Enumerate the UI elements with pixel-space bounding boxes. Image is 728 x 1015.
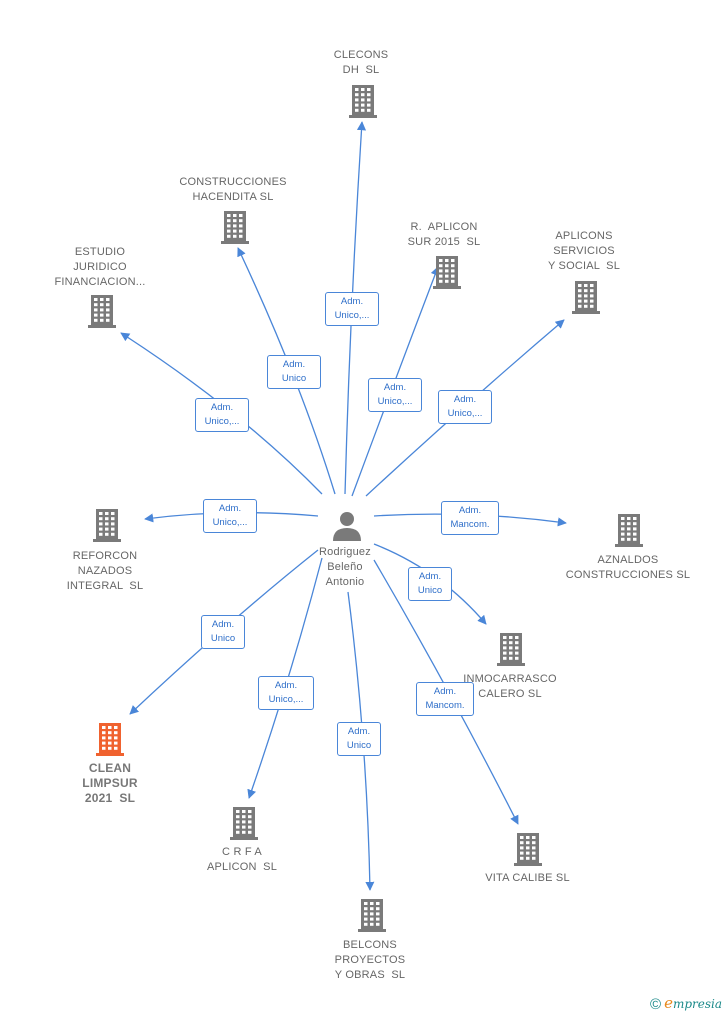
relation-label-estudio[interactable]: Adm. Unico,...: [195, 398, 249, 432]
company-label-clecons[interactable]: CLECONS DH SL: [333, 49, 389, 76]
company-label-belcons[interactable]: BELCONS PROYECTOS Y OBRAS SL: [334, 939, 406, 981]
person-node[interactable]: [330, 508, 364, 547]
building-icon[interactable]: [570, 280, 602, 314]
company-label-reforcon[interactable]: REFORCON NAZADOS INTEGRAL SL: [66, 550, 144, 592]
building-icon[interactable]: [512, 832, 544, 866]
building-icon[interactable]: [347, 84, 379, 118]
building-icon[interactable]: [356, 898, 388, 932]
relation-label-inmocarrasco[interactable]: Adm. Unico: [408, 567, 452, 601]
relation-label-vita[interactable]: Adm. Mancom.: [416, 682, 474, 716]
company-label-estudio[interactable]: ESTUDIO JURIDICO FINANCIACION...: [54, 246, 146, 288]
building-icon[interactable]: [431, 255, 463, 289]
building-icon[interactable]: [613, 513, 645, 547]
relation-label-aplicons[interactable]: Adm. Unico,...: [438, 390, 492, 424]
relation-label-reforcon[interactable]: Adm. Unico,...: [203, 499, 257, 533]
person-icon: [333, 512, 361, 541]
building-icon[interactable]: [86, 294, 118, 328]
building-icon[interactable]: [495, 632, 527, 666]
company-label-aplicons[interactable]: APLICONS SERVICIOS Y SOCIAL SL: [547, 230, 621, 272]
company-label-r-aplicon[interactable]: R. APLICON SUR 2015 SL: [407, 221, 481, 248]
brand-footer: ©empresia: [650, 994, 722, 1013]
building-icon[interactable]: [219, 210, 251, 244]
building-icon-highlight[interactable]: [94, 722, 126, 756]
relation-label-belcons[interactable]: Adm. Unico: [337, 722, 381, 756]
building-icon[interactable]: [228, 806, 260, 840]
person-label[interactable]: Rodriguez Beleño Antonio: [319, 546, 371, 588]
copyright-icon: ©: [650, 996, 662, 1013]
company-label-construcciones-hacendita[interactable]: CONSTRUCCIONES HACENDITA SL: [179, 176, 287, 203]
company-label-inmocarrasco[interactable]: INMOCARRASCO CALERO SL: [463, 673, 557, 700]
brand-logo-text: mpresia: [672, 997, 723, 1011]
relation-label-crfa[interactable]: Adm. Unico,...: [258, 676, 314, 710]
relation-label-construcciones-hacendita[interactable]: Adm. Unico: [267, 355, 321, 389]
company-label-vita[interactable]: VITA CALIBE SL: [485, 872, 570, 884]
relation-label-clean[interactable]: Adm. Unico: [201, 615, 245, 649]
relation-label-r-aplicon[interactable]: Adm. Unico,...: [368, 378, 422, 412]
company-label-crfa[interactable]: C R F A APLICON SL: [206, 846, 278, 873]
relation-label-aznaldos[interactable]: Adm. Mancom.: [441, 501, 499, 535]
relation-label-clecons[interactable]: Adm. Unico,...: [325, 292, 379, 326]
company-label-aznaldos[interactable]: AZNALDOS CONSTRUCCIONES SL: [565, 554, 691, 581]
brand-logo-initial: e: [664, 994, 673, 1012]
building-icon[interactable]: [91, 508, 123, 542]
company-label-clean[interactable]: CLEAN LIMPSUR 2021 SL: [82, 761, 138, 805]
